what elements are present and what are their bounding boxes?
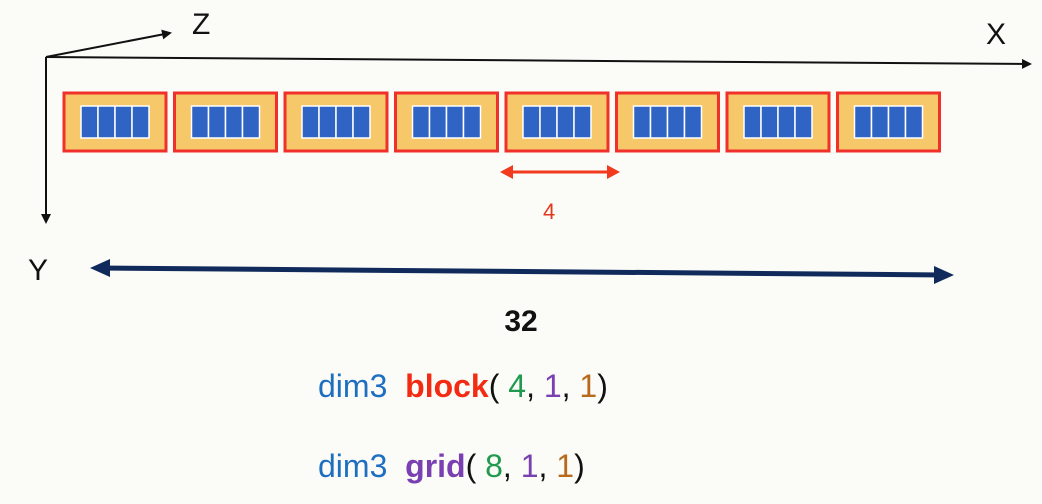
- thread-cell: [556, 105, 575, 139]
- code-paren: ): [574, 448, 585, 484]
- thread-cell: [683, 105, 703, 139]
- code-paren: ): [597, 368, 608, 404]
- z-axis-arrow: [45, 29, 172, 58]
- thread-cell: [573, 105, 592, 139]
- block-size-arrow: [500, 165, 620, 179]
- code-keyword: dim3: [318, 368, 388, 404]
- thread-cell: [632, 105, 652, 139]
- code-arg-x: 8: [485, 448, 503, 484]
- thread-cell: [904, 105, 924, 139]
- z-axis-label: Z: [192, 8, 211, 41]
- x-axis-arrow: [45, 56, 1032, 69]
- thread-cell: [97, 105, 116, 139]
- code-variable-grid: grid: [405, 448, 466, 484]
- code-arg-z: 1: [556, 448, 575, 484]
- thread-cell: [131, 105, 150, 139]
- thread-cell: [760, 105, 779, 139]
- thread-cell: [887, 105, 907, 139]
- thread-cell: [743, 105, 762, 139]
- thread-cell: [301, 105, 320, 139]
- code-arg-x: 4: [508, 368, 527, 404]
- thread-cell: [318, 105, 337, 139]
- thread-cell: [411, 105, 431, 139]
- code-arg-z: 1: [579, 368, 598, 404]
- thread-cell: [462, 105, 482, 139]
- thread-cell: [428, 105, 448, 139]
- thread-cell: [522, 105, 541, 139]
- thread-cell: [114, 105, 133, 139]
- thread-cell: [335, 105, 354, 139]
- total-threads-label: 32: [504, 305, 538, 338]
- code-line-block: dim3 block( 4, 1, 1): [318, 368, 608, 404]
- code-paren: (: [488, 368, 500, 404]
- y-axis-label: Y: [28, 254, 49, 287]
- thread-cell: [649, 105, 669, 139]
- code-variable-block: block: [405, 368, 489, 404]
- thread-block: [725, 91, 831, 153]
- thread-block: [615, 91, 720, 153]
- code-arg-y: 1: [520, 448, 539, 484]
- thread-cell: [539, 105, 558, 139]
- block-size-label: 4: [543, 199, 556, 224]
- thread-cell: [80, 105, 99, 139]
- thread-block: [394, 91, 499, 153]
- thread-cell: [853, 105, 873, 139]
- thread-cell: [224, 105, 244, 139]
- code-arg-y: 1: [543, 368, 562, 404]
- thread-cell: [777, 105, 796, 139]
- x-axis-label: X: [986, 18, 1007, 51]
- thread-cell: [241, 105, 261, 139]
- thread-cell: [666, 105, 686, 139]
- thread-cell: [207, 105, 227, 139]
- thread-cell: [190, 105, 210, 139]
- thread-block: [173, 91, 278, 153]
- code-line-grid: dim3 grid( 8, 1, 1): [318, 448, 585, 484]
- thread-cell: [794, 105, 813, 139]
- thread-block: [62, 91, 168, 153]
- grid-span-arrow: [90, 259, 954, 284]
- thread-blocks-row: [62, 91, 941, 153]
- thread-block: [836, 91, 941, 153]
- thread-cell: [445, 105, 465, 139]
- code-paren: (: [465, 448, 477, 484]
- thread-cell: [352, 105, 371, 139]
- code-keyword: dim3: [318, 448, 388, 484]
- thread-cell: [870, 105, 890, 139]
- thread-block: [504, 91, 610, 153]
- thread-block: [283, 91, 389, 153]
